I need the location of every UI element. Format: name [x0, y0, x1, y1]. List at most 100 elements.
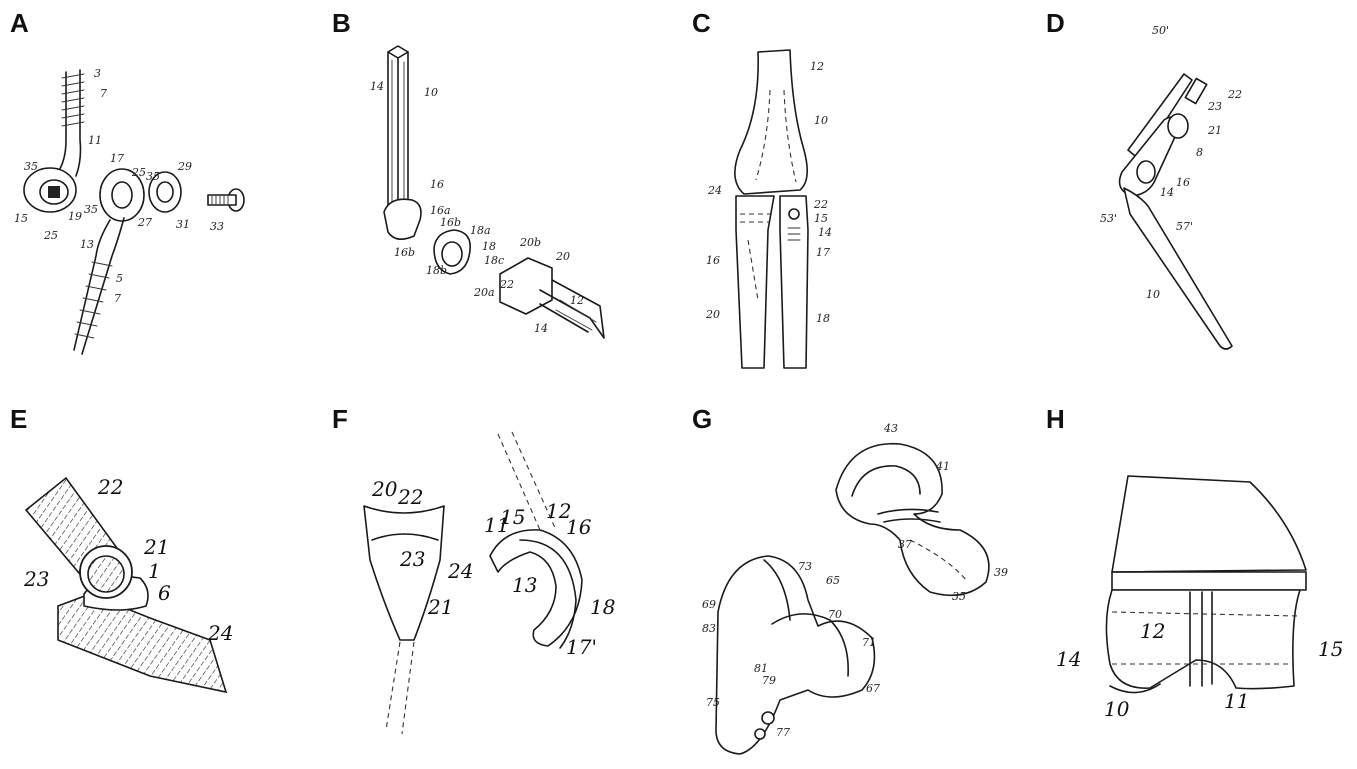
distal-components — [735, 195, 809, 369]
callout-b-10: 10 — [424, 86, 438, 99]
callout-f-12: 12 — [546, 499, 571, 523]
callout-e-6: 6 — [158, 581, 171, 605]
callout-a-35-right: 35 — [146, 170, 160, 183]
panel-label-a: A — [10, 8, 29, 38]
callout-d-50prime: 50' — [1152, 24, 1169, 37]
panel-label-b: B — [332, 8, 351, 38]
panel-e: E 22 21 23 1 6 24 — [10, 404, 233, 694]
callout-f-20: 20 — [371, 477, 398, 501]
callout-h-10: 10 — [1104, 697, 1130, 721]
callout-b-18a: 18a — [470, 224, 491, 237]
callout-g-73: 73 — [798, 560, 812, 573]
panel-label-d: D — [1046, 8, 1065, 38]
callout-d-8: 8 — [1196, 146, 1203, 159]
callout-g-41: 41 — [935, 460, 950, 473]
callouts-b: 14 10 16 16a 16b 16b 18a 18 18c 18b 20b … — [370, 80, 584, 335]
callout-d-10: 10 — [1146, 288, 1160, 301]
callout-g-77: 77 — [776, 726, 790, 739]
callout-b-20b: 20b — [519, 236, 541, 249]
panel-c: C 12 10 24 22 15 14 17 16 20 18 — [692, 8, 832, 369]
panel-f: F 20 22 23 24 21 11 15 12 16 13 18 17' — [332, 404, 615, 735]
callout-a-25-left: 25 — [43, 229, 58, 242]
callout-h-15: 15 — [1318, 637, 1343, 661]
spool-component — [835, 442, 990, 597]
proximal-component — [734, 49, 808, 195]
callout-a-35-mid: 35 — [84, 203, 98, 216]
callout-b-16b-right: 16b — [440, 216, 461, 229]
callout-a-7-bottom: 7 — [114, 292, 121, 305]
callouts-a: 3 7 11 35 15 25 19 35 17 25 35 27 29 31 … — [14, 67, 224, 305]
callout-c-10: 10 — [814, 114, 828, 127]
callout-c-12: 12 — [810, 60, 824, 73]
callout-c-16: 16 — [706, 254, 720, 267]
callout-b-14-top: 14 — [370, 80, 384, 93]
callout-b-16b-left: 16b — [394, 246, 415, 259]
callout-f-24: 24 — [447, 559, 473, 583]
callouts-e: 22 21 23 1 6 24 — [23, 475, 233, 645]
callout-a-25-right: 25 — [131, 166, 146, 179]
callout-g-69: 69 — [702, 598, 716, 611]
callout-g-83: 83 — [702, 622, 716, 635]
callout-b-16: 16 — [430, 178, 444, 191]
callout-a-31: 31 — [176, 218, 190, 231]
callout-e-1: 1 — [148, 559, 161, 583]
callout-d-14: 14 — [1160, 186, 1174, 199]
nut-and-bolt — [148, 171, 245, 213]
callout-b-14-bottom: 14 — [534, 322, 548, 335]
panel-label-f: F — [332, 404, 348, 434]
callout-h-14: 14 — [1056, 647, 1081, 671]
callout-c-17: 17 — [816, 246, 830, 259]
callout-g-35: 35 — [952, 590, 966, 603]
callout-g-67: 67 — [866, 682, 880, 695]
callout-d-23: 23 — [1207, 100, 1222, 113]
callout-h-11: 11 — [1224, 689, 1249, 713]
callout-g-37: 37 — [898, 538, 912, 551]
callout-d-16: 16 — [1176, 176, 1190, 189]
panel-label-g: G — [692, 404, 712, 434]
callout-f-16: 16 — [566, 515, 592, 539]
square-stem-lower — [499, 257, 605, 339]
callout-f-22: 22 — [397, 485, 423, 509]
callout-b-12: 12 — [570, 294, 584, 307]
bone-screw-lower — [73, 168, 145, 355]
callout-g-70: 70 — [828, 608, 842, 621]
callout-d-53prime: 53' — [1100, 212, 1117, 225]
callout-f-23: 23 — [399, 547, 425, 571]
callout-g-79: 79 — [762, 674, 776, 687]
callout-g-65: 65 — [826, 574, 840, 587]
square-stem-upper — [383, 45, 422, 240]
panel-label-c: C — [692, 8, 711, 38]
callout-b-20a: 20a — [473, 286, 495, 299]
panel-label-e: E — [10, 404, 27, 434]
panel-h: H 12 14 15 10 11 — [1046, 404, 1343, 721]
callout-f-18: 18 — [590, 595, 615, 619]
panel-g: G 43 41 37 39 35 73 65 69 83 70 71 81 — [692, 404, 1008, 755]
panel-d: D 50' 22 23 21 8 16 14 57' 53' 10 — [1046, 8, 1242, 350]
callout-c-24: 24 — [707, 184, 722, 197]
callout-a-7-top: 7 — [100, 87, 107, 100]
callout-a-27: 27 — [137, 216, 152, 229]
callout-a-29: 29 — [177, 160, 192, 173]
callout-b-18: 18 — [482, 240, 496, 253]
callout-f-13: 13 — [512, 573, 537, 597]
callout-g-75: 75 — [706, 696, 720, 709]
callout-a-3: 3 — [94, 67, 101, 80]
callout-b-18b: 18b — [426, 264, 447, 277]
callout-c-20: 20 — [705, 308, 720, 321]
callout-d-21: 21 — [1207, 124, 1222, 137]
cup-stem-component — [363, 505, 445, 735]
callout-d-57prime: 57' — [1176, 220, 1193, 233]
callout-f-11: 11 — [484, 513, 509, 537]
callout-e-24: 24 — [207, 621, 233, 645]
panel-a: A 3 7 11 35 15 25 19 — [10, 8, 245, 355]
callout-b-18c: 18c — [484, 254, 504, 267]
callout-g-39: 39 — [994, 566, 1008, 579]
callout-g-43: 43 — [883, 422, 898, 435]
callouts-g: 43 41 37 39 35 73 65 69 83 70 71 81 79 6… — [702, 422, 1008, 739]
callout-a-33: 33 — [210, 220, 224, 233]
panel-b: B 14 10 16 16a 16b 16b 18a 18 18c 18b — [332, 8, 605, 339]
callout-e-22: 22 — [97, 475, 123, 499]
callout-g-81: 81 — [754, 662, 768, 675]
callout-e-23: 23 — [23, 567, 49, 591]
